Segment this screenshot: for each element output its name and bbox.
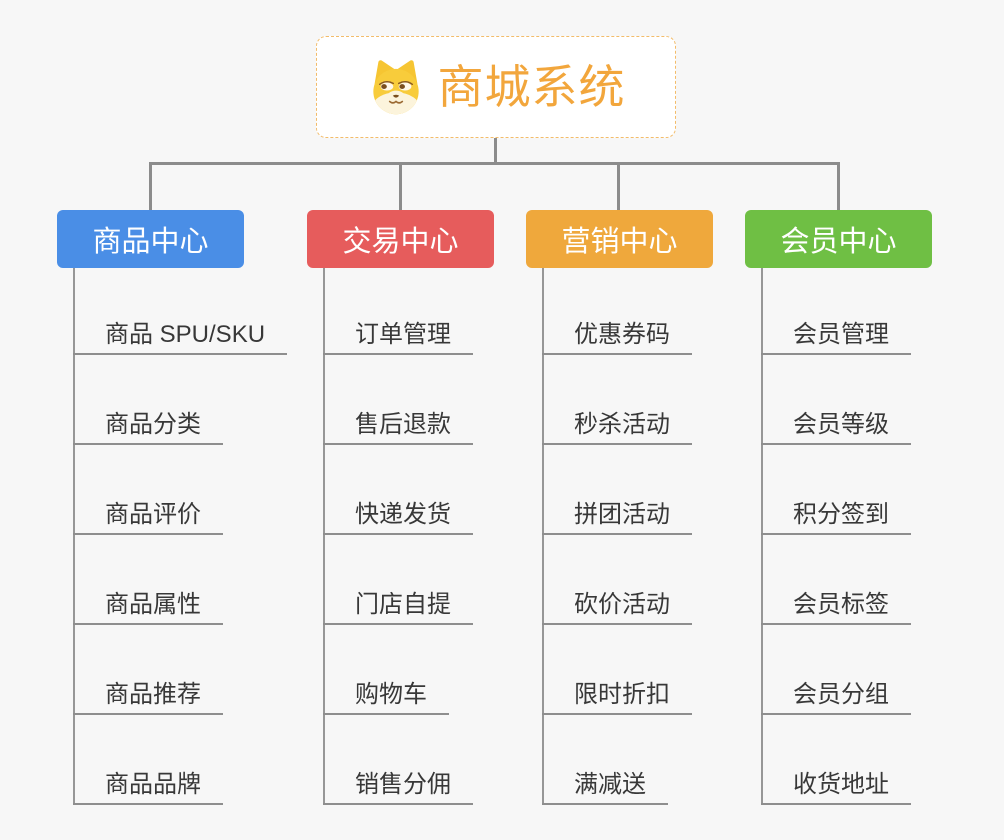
root-title: 商城系统	[437, 61, 626, 113]
connector-horizontal-rail	[149, 162, 840, 165]
branch-label: 交易中心	[342, 226, 459, 258]
child-node[interactable]: 优惠券码	[542, 321, 692, 355]
branch-label: 会员中心	[780, 226, 897, 258]
connector-drop-trade	[399, 162, 402, 210]
root-node[interactable]: 商城系统	[316, 36, 676, 138]
child-node[interactable]: 售后退款	[323, 411, 473, 445]
child-node[interactable]: 会员标签	[761, 591, 911, 625]
connector-root-stem	[494, 138, 497, 164]
child-node[interactable]: 快递发货	[323, 501, 473, 535]
doge-face-icon	[372, 60, 419, 115]
child-node[interactable]: 砍价活动	[542, 591, 692, 625]
child-node[interactable]: 拼团活动	[542, 501, 692, 535]
child-node[interactable]: 收货地址	[761, 771, 911, 805]
branch-node-member-center[interactable]: 会员中心	[745, 210, 932, 268]
child-node[interactable]: 门店自提	[323, 591, 473, 625]
branch-node-marketing-center[interactable]: 营销中心	[526, 210, 713, 268]
child-node[interactable]: 商品评价	[73, 501, 223, 535]
child-node[interactable]: 满减送	[542, 771, 668, 805]
branch-label: 商品中心	[92, 226, 209, 258]
child-node[interactable]: 限时折扣	[542, 681, 692, 715]
child-node[interactable]: 商品品牌	[73, 771, 223, 805]
child-node[interactable]: 销售分佣	[323, 771, 473, 805]
child-node[interactable]: 购物车	[323, 681, 449, 715]
connector-drop-product	[149, 162, 152, 210]
child-node[interactable]: 会员分组	[761, 681, 911, 715]
child-node[interactable]: 订单管理	[323, 321, 473, 355]
connector-drop-marketing	[617, 162, 620, 210]
child-node[interactable]: 秒杀活动	[542, 411, 692, 445]
branch-label: 营销中心	[561, 226, 678, 258]
branch-spine	[73, 268, 75, 805]
child-node[interactable]: 商品推荐	[73, 681, 223, 715]
child-node[interactable]: 商品分类	[73, 411, 223, 445]
child-node[interactable]: 商品属性	[73, 591, 223, 625]
branch-spine	[761, 268, 763, 805]
connector-drop-member	[837, 162, 840, 210]
branch-spine	[542, 268, 544, 805]
child-node[interactable]: 会员管理	[761, 321, 911, 355]
branch-spine	[323, 268, 325, 805]
branch-node-trade-center[interactable]: 交易中心	[307, 210, 494, 268]
branch-node-product-center[interactable]: 商品中心	[57, 210, 244, 268]
child-node[interactable]: 会员等级	[761, 411, 911, 445]
child-node[interactable]: 积分签到	[761, 501, 911, 535]
child-node[interactable]: 商品 SPU/SKU	[73, 321, 288, 355]
